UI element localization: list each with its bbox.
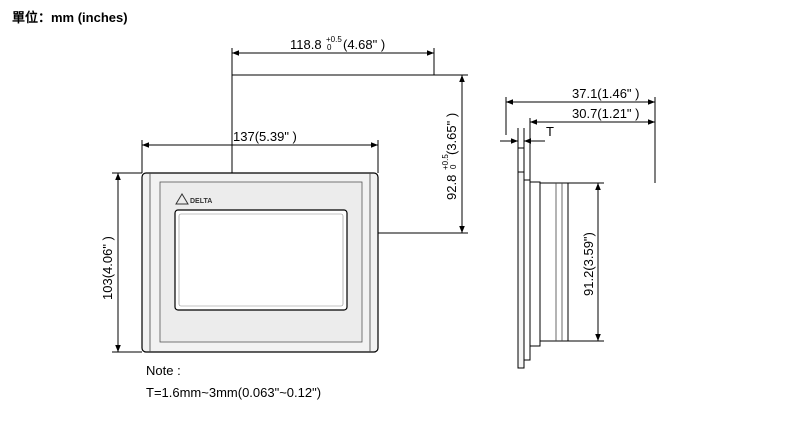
cutout-width-inches: (4.68" ) bbox=[343, 37, 385, 52]
panel-thickness-label: T bbox=[546, 124, 554, 139]
front-view: DELTA 118.8 +0.5 0 (4.68" ) 92.8 +0.5 0 … bbox=[100, 35, 468, 353]
side-bezel bbox=[517, 171, 525, 369]
overall-width-label: 137(5.39" ) bbox=[233, 129, 297, 144]
display-screen bbox=[174, 209, 348, 311]
body-height-label: 91.2(3.59") bbox=[581, 232, 596, 296]
brand-logo-text: DELTA bbox=[190, 198, 212, 205]
cutout-height-tol-lower: 0 bbox=[449, 164, 458, 169]
note-title: Note : bbox=[146, 363, 181, 378]
depth-total-label: 37.1(1.46" ) bbox=[572, 86, 640, 101]
cutout-width-tol-lower: 0 bbox=[327, 43, 332, 52]
cutout-width-tol-upper: +0.5 bbox=[326, 35, 342, 44]
cutout-height-value: 92.8 bbox=[444, 175, 459, 200]
units-label: 單位：mm (inches) bbox=[12, 10, 128, 25]
depth-body-label: 30.7(1.21" ) bbox=[572, 106, 640, 121]
side-panel bbox=[523, 179, 531, 361]
cutout-height-inches: (3.65" ) bbox=[444, 113, 459, 155]
note-text: T=1.6mm~3mm(0.063"~0.12") bbox=[146, 385, 321, 400]
cutout-height-tol-upper: +0.5 bbox=[441, 154, 450, 170]
side-body bbox=[539, 182, 569, 342]
cutout-width-value: 118.8 bbox=[290, 37, 322, 52]
delta-logo-icon bbox=[175, 193, 189, 205]
side-view: 37.1(1.46" ) 30.7(1.21" ) T 91.2(3.59") bbox=[500, 86, 656, 369]
overall-height-label: 103(4.06" ) bbox=[100, 236, 115, 300]
